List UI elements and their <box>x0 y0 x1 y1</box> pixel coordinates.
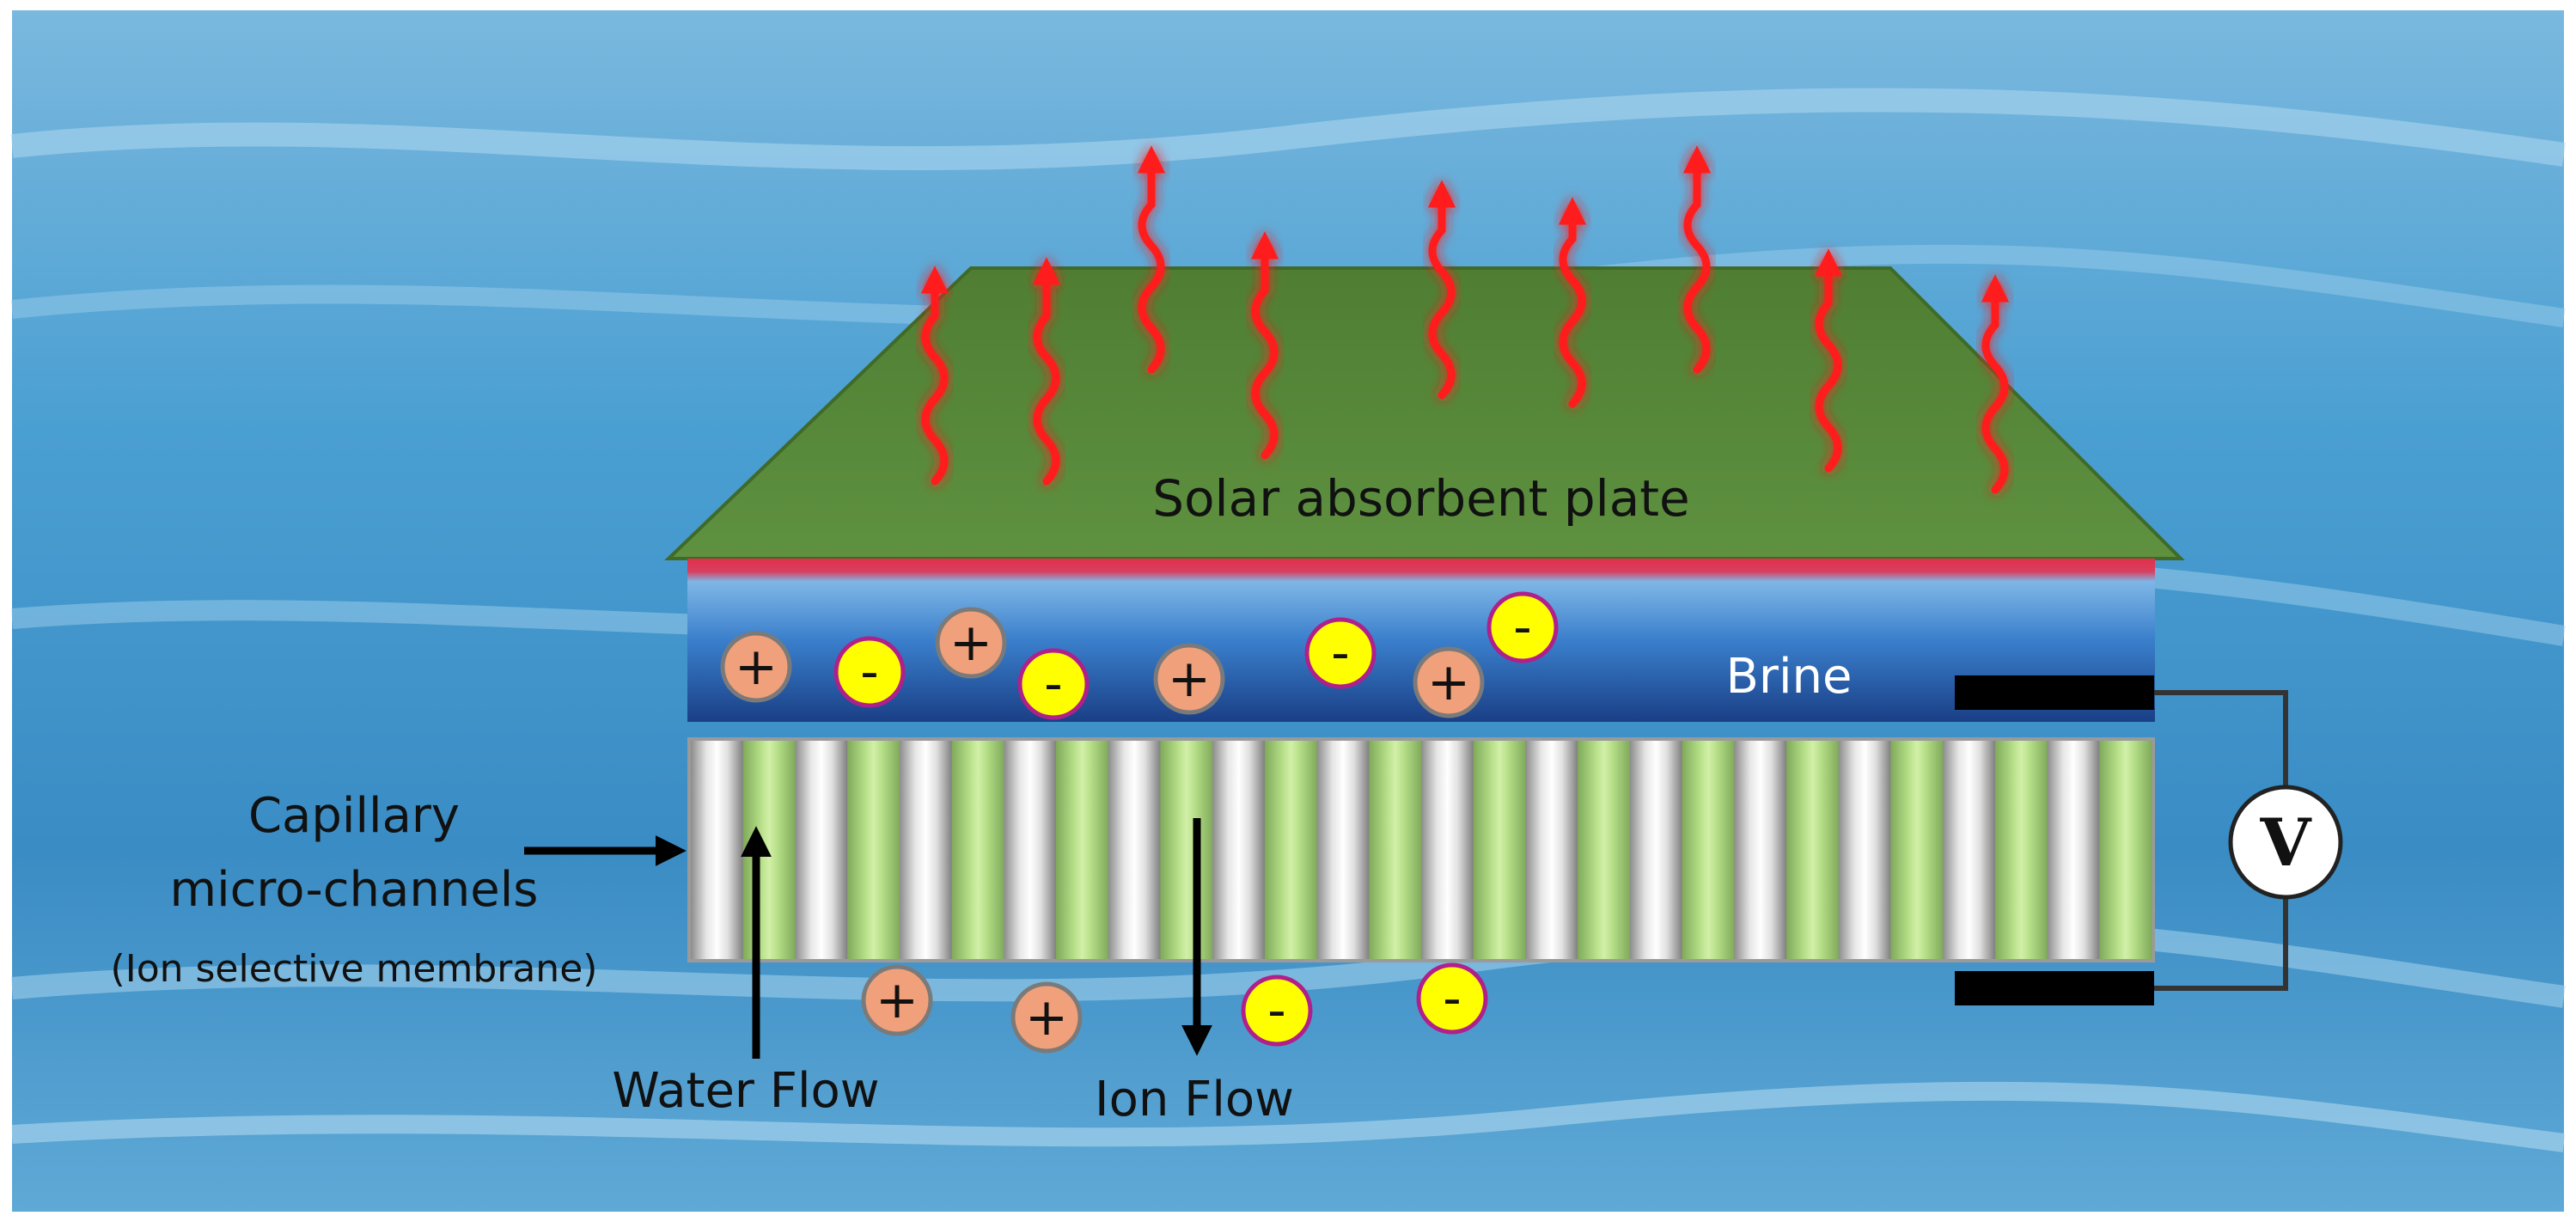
bottom-electrode <box>1955 971 2154 1005</box>
cation-ion: + <box>1010 981 1083 1054</box>
svg-text:+: + <box>1025 987 1068 1048</box>
membrane-channel-green <box>742 741 796 959</box>
membrane-channel-green <box>1264 741 1318 959</box>
anion-ion: - <box>1486 591 1559 663</box>
membrane-channel-grey <box>795 741 848 959</box>
membrane-label: (Ion selective membrane) <box>111 947 598 991</box>
ion-flow-label: Ion Flow <box>1095 1072 1294 1127</box>
svg-text:-: - <box>1443 968 1462 1029</box>
membrane-channel-green <box>1786 741 1840 959</box>
svg-text:-: - <box>1331 623 1350 683</box>
anion-ion: - <box>1241 975 1313 1047</box>
heat-wave-arrow <box>1558 197 1587 408</box>
membrane-channel-green <box>1056 741 1109 959</box>
heat-wave-arrow <box>1137 145 1166 374</box>
svg-text:-: - <box>860 642 879 702</box>
heat-wave-arrow <box>1032 257 1061 486</box>
membrane-channel-green <box>847 741 900 959</box>
water-flow-label: Water Flow <box>612 1063 879 1119</box>
membrane-channel-green <box>1578 741 1631 959</box>
voltmeter-circuit: V <box>1955 675 2343 1005</box>
membrane-channel-grey <box>1108 741 1161 959</box>
anion-ion: - <box>1017 648 1090 720</box>
svg-text:-: - <box>1044 654 1063 714</box>
svg-text:+: + <box>949 613 992 673</box>
membrane-channel-grey <box>1734 741 1787 959</box>
membrane-channel-grey <box>691 741 744 959</box>
membrane-channel-green <box>1473 741 1526 959</box>
svg-text:+: + <box>735 637 778 697</box>
brine-label: Brine <box>1726 649 1853 705</box>
top-electrode <box>1955 675 2154 710</box>
solar-absorbent-plate: Solar absorbent plate <box>664 266 2185 560</box>
membrane-channel-green <box>1994 741 2048 959</box>
ions: +-+-+-+-++-- <box>720 591 1559 1054</box>
membrane-channel-grey <box>1212 741 1266 959</box>
capillary-membrane <box>687 737 2155 962</box>
cation-ion: + <box>720 631 792 703</box>
membrane-channel-green <box>2099 741 2152 959</box>
heat-wave-arrow <box>1427 180 1456 400</box>
svg-text:-: - <box>1513 597 1532 657</box>
membrane-channel-grey <box>1316 741 1370 959</box>
cation-ion: + <box>935 607 1007 679</box>
membrane-channel-grey <box>1629 741 1683 959</box>
heat-wave-arrow <box>1981 274 2010 494</box>
membrane-channel-grey <box>1838 741 1891 959</box>
membrane-channel-green <box>1890 741 1944 959</box>
svg-text:+: + <box>1168 649 1211 709</box>
membrane-channel-grey <box>1943 741 1996 959</box>
plate-label: Solar absorbent plate <box>1152 469 1689 528</box>
membrane-channel-green <box>951 741 1004 959</box>
membrane-channel-green <box>1369 741 1422 959</box>
anion-ion: - <box>833 636 906 708</box>
heat-wave-arrow <box>1814 248 1843 473</box>
voltmeter-symbol: V <box>2260 804 2313 881</box>
cation-ion: + <box>1153 643 1225 715</box>
membrane-channel-grey <box>1421 741 1474 959</box>
cation-ion: + <box>861 964 933 1036</box>
membrane-channel-green <box>1160 741 1213 959</box>
svg-text:+: + <box>1427 652 1470 712</box>
membrane-channel-green <box>1682 741 1735 959</box>
svg-text:-: - <box>1267 981 1286 1041</box>
anion-ion: - <box>1304 617 1377 689</box>
heat-waves <box>920 145 2010 494</box>
capillary-label-line2: micro-channels <box>170 862 539 918</box>
membrane-channel-grey <box>1525 741 1578 959</box>
cation-ion: + <box>1413 646 1485 718</box>
heat-wave-arrow <box>1682 145 1712 374</box>
voltmeter <box>2228 785 2343 900</box>
membrane-channel-grey <box>1004 741 1057 959</box>
membrane-channel-grey <box>899 741 953 959</box>
heat-wave-arrow <box>1250 231 1279 460</box>
capillary-label-line1: Capillary <box>248 788 460 844</box>
svg-text:+: + <box>876 970 919 1030</box>
heat-wave-arrow <box>920 266 949 486</box>
membrane-channel-grey <box>2047 741 2100 959</box>
anion-ion: - <box>1416 962 1488 1035</box>
